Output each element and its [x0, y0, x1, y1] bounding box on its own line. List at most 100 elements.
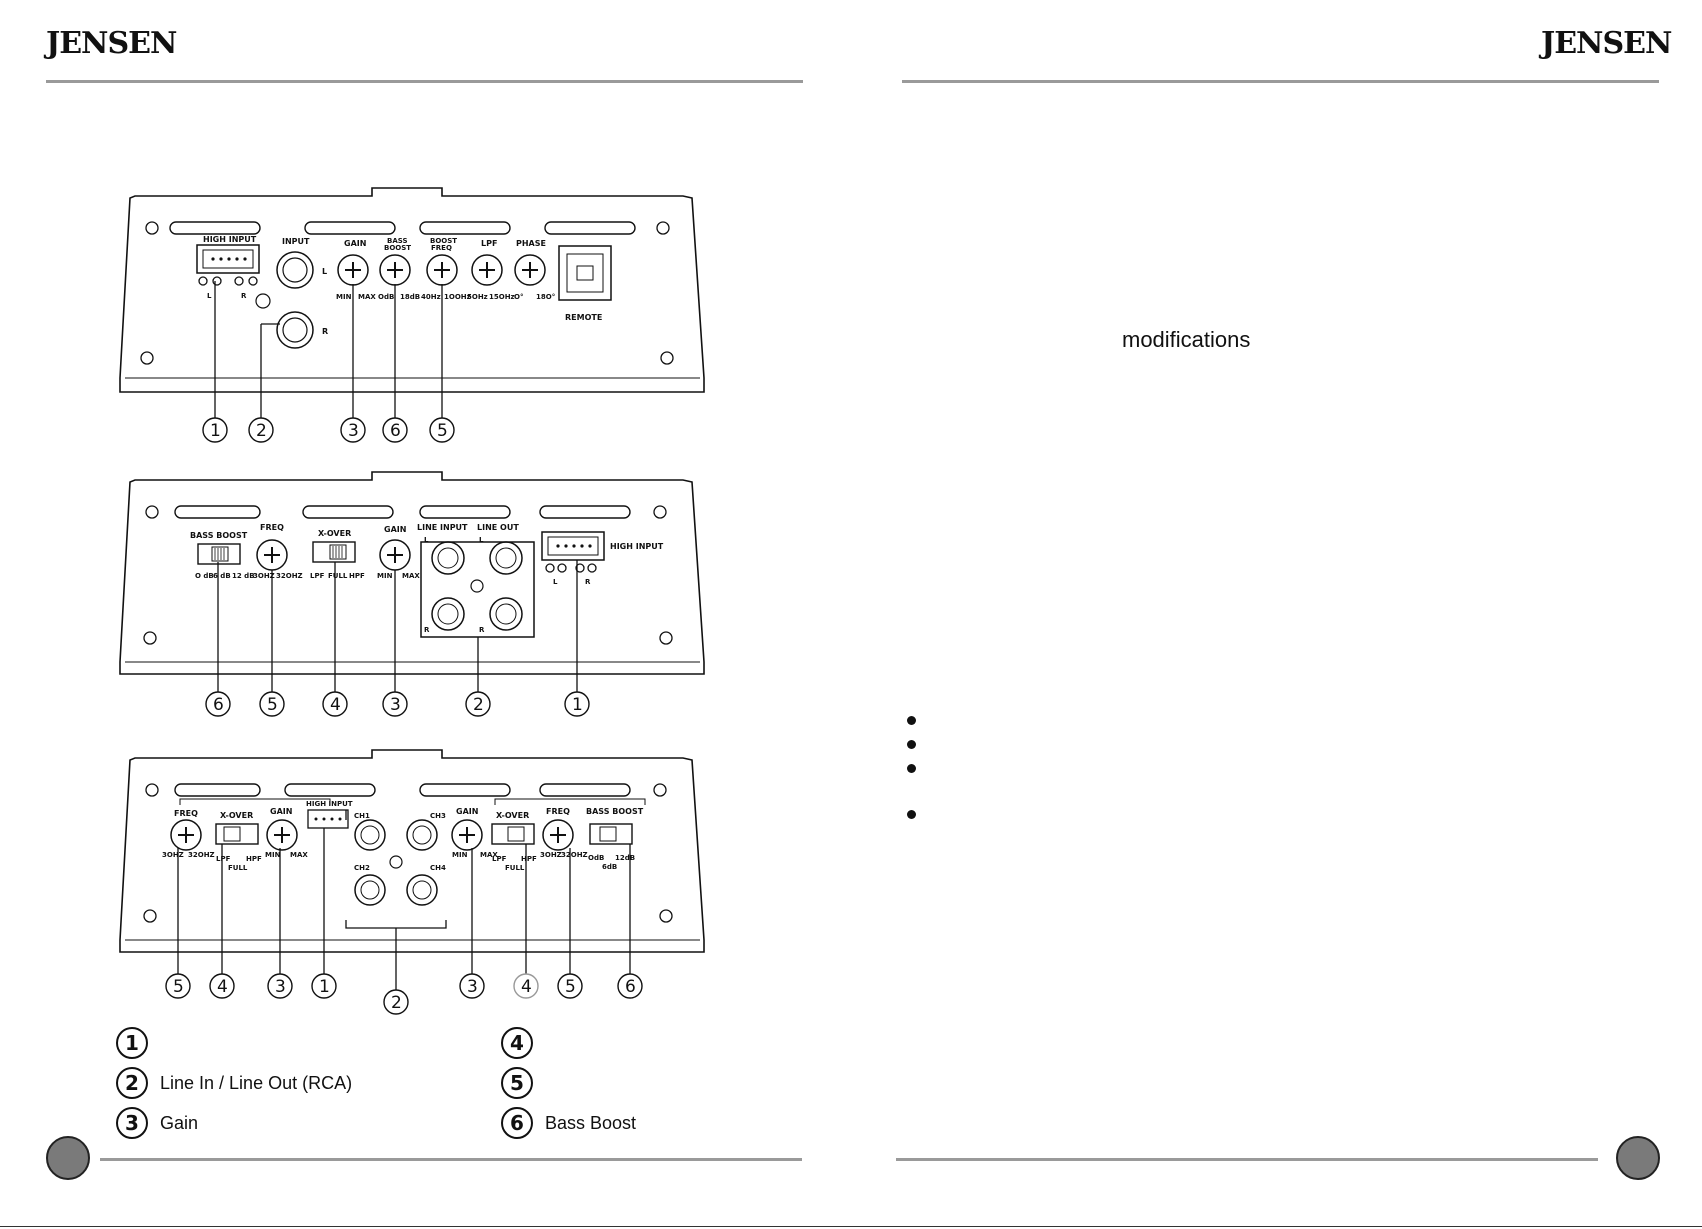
svg-text:FREQ: FREQ — [260, 523, 284, 532]
rca-input-r — [276, 311, 314, 349]
bottom-edge-line — [0, 1226, 1702, 1227]
svg-text:BASS BOOST: BASS BOOST — [586, 807, 644, 816]
amplifier-panel-diagram-3: FREQ 3OHZ 32OHZ X-OVER LPF HPF FULL GAIN… — [100, 730, 710, 1020]
legend-item-4: 4 — [501, 1022, 545, 1064]
svg-text:32OHZ: 32OHZ — [188, 851, 215, 859]
svg-text:GAIN: GAIN — [270, 807, 292, 816]
svg-text:4: 4 — [521, 977, 532, 997]
header-rule-right — [902, 80, 1659, 83]
xover-switch-left — [215, 823, 259, 845]
svg-text:L: L — [322, 267, 327, 276]
svg-text:MIN: MIN — [265, 851, 281, 859]
rca-input-l — [276, 251, 314, 289]
svg-text:3: 3 — [348, 421, 359, 441]
svg-text:6: 6 — [390, 421, 401, 441]
svg-text:GAIN: GAIN — [344, 239, 366, 248]
legend-item-6: 6 Bass Boost — [501, 1102, 636, 1144]
svg-text:1: 1 — [210, 421, 221, 441]
rca-ch3 — [406, 819, 438, 851]
svg-text:15OHz: 15OHz — [489, 293, 515, 301]
amplifier-panel-diagram-1: HIGH INPUT L R INPUT L R GAIN MIN MAX BA… — [100, 168, 710, 448]
rca-ch2 — [354, 874, 386, 906]
svg-text:HIGH INPUT: HIGH INPUT — [610, 542, 664, 551]
svg-text:FREQ: FREQ — [174, 809, 198, 818]
svg-text:FULL: FULL — [505, 864, 525, 872]
legend-number: 6 — [501, 1107, 533, 1139]
svg-text:3: 3 — [275, 977, 286, 997]
svg-text:3OHZ: 3OHZ — [253, 572, 275, 580]
callout-5b: 5 — [557, 973, 583, 999]
svg-text:R: R — [585, 578, 591, 586]
jensen-logo-left: JENSEN — [46, 26, 177, 61]
bullet-3 — [907, 764, 916, 773]
high-input-connector — [307, 809, 349, 829]
gain-knob-right — [451, 819, 483, 851]
svg-text:5: 5 — [267, 695, 278, 715]
callout-4: 4 — [209, 973, 235, 999]
legend-item-2: 2 Line In / Line Out (RCA) — [116, 1062, 352, 1104]
xover-switch — [312, 541, 356, 563]
svg-text:6 dB: 6 dB — [213, 572, 231, 580]
svg-text:L: L — [479, 536, 484, 544]
svg-text:18O°: 18O° — [536, 293, 555, 301]
high-input-connector — [196, 244, 260, 274]
svg-text:FULL: FULL — [328, 572, 348, 580]
svg-text:1: 1 — [572, 695, 583, 715]
callout-5: 5 — [165, 973, 191, 999]
svg-text:LINE OUT: LINE OUT — [477, 523, 519, 532]
svg-text:R: R — [241, 292, 247, 300]
svg-text:R: R — [322, 327, 328, 336]
svg-text:MAX: MAX — [290, 851, 308, 859]
svg-text:4: 4 — [217, 977, 228, 997]
callout-3: 3 — [267, 973, 293, 999]
legend-text: Gain — [160, 1112, 199, 1133]
freq-knob-right — [542, 819, 574, 851]
svg-text:PHASE: PHASE — [516, 239, 546, 248]
svg-text:2: 2 — [256, 421, 267, 441]
callout-2: 2 — [383, 989, 409, 1015]
svg-text:6: 6 — [213, 695, 224, 715]
svg-text:BASS BOOST: BASS BOOST — [190, 531, 248, 540]
callout-2: 2 — [465, 691, 491, 717]
legend-text: Line In / Line Out (RCA) — [160, 1072, 353, 1093]
legend-number: 4 — [501, 1027, 533, 1059]
svg-text:X-OVER: X-OVER — [220, 811, 253, 820]
label-high-input: HIGH INPUT — [203, 235, 257, 244]
rca-ch1 — [354, 819, 386, 851]
svg-text:2: 2 — [473, 695, 484, 715]
jensen-logo-right: JENSEN — [1541, 26, 1672, 61]
svg-text:CH2: CH2 — [354, 864, 370, 872]
svg-text:18dB: 18dB — [400, 293, 420, 301]
svg-text:MIN: MIN — [336, 293, 352, 301]
high-input-connector — [541, 531, 605, 561]
svg-text:CH4: CH4 — [430, 864, 446, 872]
svg-text:3: 3 — [390, 695, 401, 715]
svg-text:LPF: LPF — [481, 239, 497, 248]
svg-text:MAX: MAX — [480, 851, 498, 859]
svg-text:5: 5 — [173, 977, 184, 997]
svg-text:FULL: FULL — [228, 864, 248, 872]
svg-text:BASS: BASS — [387, 237, 408, 245]
callout-5: 5 — [259, 691, 285, 717]
svg-text:OdB: OdB — [588, 854, 604, 862]
callout-6: 6 — [205, 691, 231, 717]
svg-text:X-OVER: X-OVER — [496, 811, 529, 820]
svg-text:6dB: 6dB — [602, 863, 617, 871]
lpf-knob — [471, 254, 503, 286]
svg-text:CH1: CH1 — [354, 812, 370, 820]
svg-text:32OHZ: 32OHZ — [561, 851, 588, 859]
callout-6: 6 — [617, 973, 643, 999]
svg-text:BOOST: BOOST — [430, 237, 457, 245]
footer-rule-left — [100, 1158, 802, 1161]
legend-item-1: 1 — [116, 1022, 160, 1064]
bullet-4 — [907, 810, 916, 819]
svg-text:MAX: MAX — [402, 572, 420, 580]
svg-text:5: 5 — [437, 421, 448, 441]
page-number-badge-left — [46, 1136, 90, 1180]
svg-text:3: 3 — [467, 977, 478, 997]
svg-text:6: 6 — [625, 977, 636, 997]
legend-item-3: 3 Gain — [116, 1102, 198, 1144]
svg-text:GAIN: GAIN — [384, 525, 406, 534]
svg-text:L: L — [424, 536, 429, 544]
xover-switch-right — [491, 823, 535, 845]
